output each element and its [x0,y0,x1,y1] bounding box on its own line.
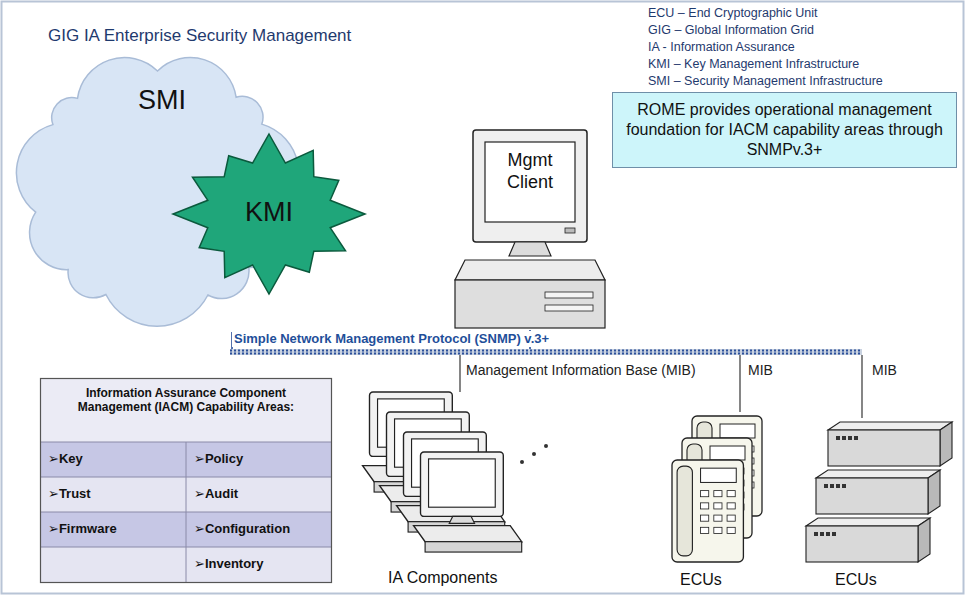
mib-label: MIB [748,362,773,379]
snmp-bus [230,351,862,354]
capability-table: Information Assurance Component Manageme… [40,378,332,583]
device-label: IA Components [388,568,497,587]
mib-drop-line-part [861,355,862,418]
table-cell: ➢Firmware [48,521,182,537]
table-cell: ➢Key [48,451,182,467]
snmp-bus-part [230,350,862,352]
abbreviation-note: SMI – Security Management Infrastructure [648,74,883,89]
burst-shape-outline-part [173,134,365,294]
capability-table-outline-part [40,378,332,442]
ecu-box-icon-part [806,518,930,562]
abbreviation-note: KMI – Key Management Infrastructure [648,57,859,72]
ia-component-icon-part [520,460,524,464]
client-computer-outline-part [485,142,575,222]
note-text: ROME provides operational management fou… [623,100,946,160]
cloud-region: SMIKMI [5,44,310,332]
protocol-label: Simple Network Management Protocol (SNMP… [232,331,551,347]
mib-label: Management Information Base (MIB) [466,362,696,379]
client-computer-outline-part [565,228,575,233]
table-cell: ➢Inventory [194,556,328,572]
client-computer-outline-part [509,242,551,256]
capability-table-outline-part [186,442,187,583]
ecu-phone-icon [672,416,762,562]
client-computer-outline-part [455,280,605,328]
device-label: ECUs [835,570,877,589]
table-cell: ➢Trust [48,486,182,502]
diagram-title: GIG IA Enterprise Security Management [48,26,351,46]
burst-shape: KMI [173,134,365,294]
abbreviation-note: IA - Information Assurance [648,40,795,55]
client-computer-outline-part [545,292,593,298]
ecu-phone-icon-part [672,460,743,562]
abbreviation-note: GIG – Global Information Grid [648,23,814,38]
capability-table-outline-part [41,379,332,583]
burst-name: KMI [219,196,319,228]
client-computer-outline-part [545,305,593,311]
client-computer-outline-part [473,130,587,242]
client-computer-outline-part [455,260,605,280]
abbreviation-note: ECU – End Cryptographic Unit [648,6,818,21]
mib-drop-line [460,355,862,418]
device-label: ECUs [680,570,722,589]
ia-component-icon-part [532,452,536,456]
table-cell: ➢Audit [194,486,328,502]
ecu-box-icon [806,422,952,562]
snmp-bus-part [230,349,862,355]
mib-label: MIB [872,362,897,379]
mib-drop-line-part [739,355,740,412]
ecu-box-icon-part [816,470,940,514]
table-heading: Information Assurance Component Manageme… [71,386,301,415]
ia-component-icon [363,392,548,552]
client-name: Mgmt Client [487,150,573,193]
client-computer: Mgmt Client [455,130,605,330]
region-name: SMI [117,84,207,116]
table-cell: ➢Policy [194,451,328,467]
note-box: ROME provides operational management fou… [612,92,957,168]
table-cell: ➢Configuration [194,521,328,537]
ecu-box-icon-part [828,422,952,466]
ia-component-icon-part [414,452,522,552]
snmp-bus-part [230,353,862,355]
ia-component-icon-part [544,444,548,448]
mib-drop-line-part [459,355,460,392]
